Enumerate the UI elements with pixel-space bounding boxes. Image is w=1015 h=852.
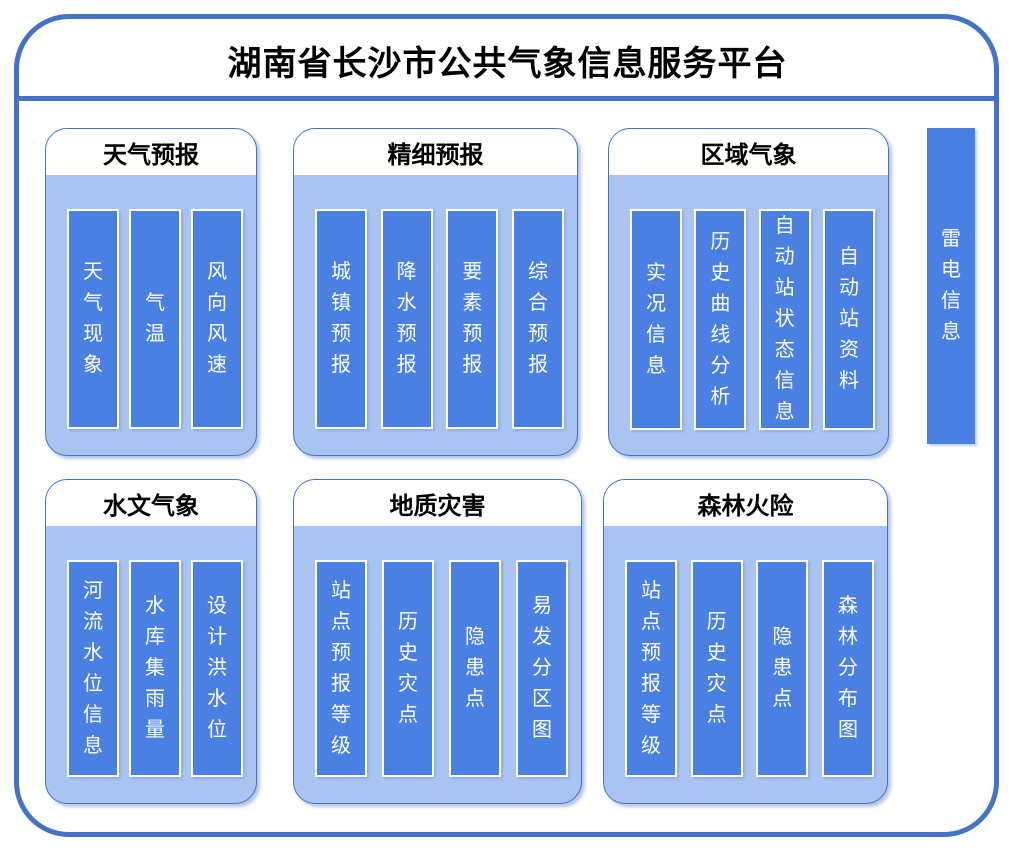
item-label: 自动站资料	[838, 246, 859, 392]
panel-forest-fire-risk: 森林火险 站点预报等级 历史灾点 隐患点 森林分布图	[603, 479, 888, 804]
item-label: 综合预报	[527, 261, 548, 376]
item-bar: 隐患点	[756, 560, 809, 777]
item-bar: 要素预报	[446, 209, 499, 429]
item-label: 风向风速	[207, 261, 227, 376]
platform-title: 湖南省长沙市公共气象信息服务平台	[227, 45, 788, 83]
item-bar: 自动站状态信息	[758, 209, 811, 430]
item-bar: 气温	[129, 209, 181, 429]
panel-body: 城镇预报 降水预报 要素预报 综合预报	[294, 175, 577, 455]
item-label: 自动站状态信息	[774, 215, 795, 423]
item-label: 河流水位信息	[83, 579, 103, 757]
item-label: 森林分布图	[837, 595, 858, 741]
panel-body: 河流水位信息 水库集雨量 设计洪水位	[46, 526, 256, 803]
item-bar: 易发分区图	[516, 560, 568, 777]
item-bar: 城镇预报	[315, 209, 367, 429]
panel-hydrological-meteorology: 水文气象 河流水位信息 水库集雨量 设计洪水位	[45, 479, 257, 804]
panel-geological-disaster: 地质灾害 站点预报等级 历史灾点 隐患点 易发分区图	[293, 479, 582, 804]
item-label: 天气现象	[83, 261, 103, 376]
item-label: 历史曲线分析	[710, 230, 731, 408]
item-bar: 历史曲线分析	[694, 209, 747, 430]
panel-body: 天气现象 气温 风向风速	[46, 175, 256, 455]
item-label: 站点预报等级	[331, 579, 351, 757]
item-bar: 设计洪水位	[191, 560, 243, 777]
item-bar: 风向风速	[191, 209, 243, 429]
panel-title: 区域气象	[609, 129, 888, 175]
item-label: 隐患点	[772, 626, 793, 710]
panel-body: 站点预报等级 历史灾点 隐患点 森林分布图	[604, 526, 887, 803]
item-label: 水库集雨量	[145, 595, 165, 741]
item-label: 历史灾点	[398, 610, 418, 726]
item-bar: 站点预报等级	[625, 560, 677, 777]
item-bar: 水库集雨量	[129, 560, 181, 777]
item-bar: 历史灾点	[382, 560, 434, 777]
panel-title: 精细预报	[294, 129, 577, 175]
item-bar: 综合预报	[511, 209, 564, 429]
lightning-info-bar: 雷电信息	[927, 128, 975, 444]
panel-fine-forecast: 精细预报 城镇预报 降水预报 要素预报 综合预报	[293, 128, 578, 456]
item-label: 降水预报	[396, 261, 417, 376]
item-label: 实况信息	[646, 261, 666, 377]
item-bar: 降水预报	[380, 209, 433, 429]
item-label: 历史灾点	[706, 610, 727, 726]
item-bar: 实况信息	[630, 209, 682, 430]
panel-title: 水文气象	[46, 480, 256, 526]
item-bar: 森林分布图	[821, 560, 874, 777]
item-label: 设计洪水位	[207, 595, 227, 741]
panel-title: 天气预报	[46, 129, 256, 175]
panel-weather-forecast: 天气预报 天气现象 气温 风向风速	[45, 128, 257, 456]
item-bar: 隐患点	[449, 560, 501, 777]
panel-body: 实况信息 历史曲线分析 自动站状态信息 自动站资料	[609, 175, 888, 455]
item-bar: 天气现象	[67, 209, 119, 429]
panel-regional-meteorology: 区域气象 实况信息 历史曲线分析 自动站状态信息 自动站资料	[608, 128, 889, 456]
item-label: 城镇预报	[331, 261, 351, 376]
item-bar: 河流水位信息	[67, 560, 119, 777]
panel-title: 森林火险	[604, 480, 887, 526]
item-bar: 站点预报等级	[315, 560, 367, 777]
item-label: 气温	[145, 292, 165, 345]
item-label: 雷电信息	[941, 228, 961, 343]
item-label: 隐患点	[465, 626, 485, 710]
panel-body: 站点预报等级 历史灾点 隐患点 易发分区图	[294, 526, 581, 803]
item-label: 易发分区图	[532, 595, 552, 741]
item-bar: 历史灾点	[690, 560, 743, 777]
item-bar: 自动站资料	[822, 209, 875, 430]
panel-title: 地质灾害	[294, 480, 581, 526]
title-divider	[17, 96, 998, 101]
item-label: 要素预报	[462, 261, 483, 376]
item-label: 站点预报等级	[641, 579, 661, 757]
